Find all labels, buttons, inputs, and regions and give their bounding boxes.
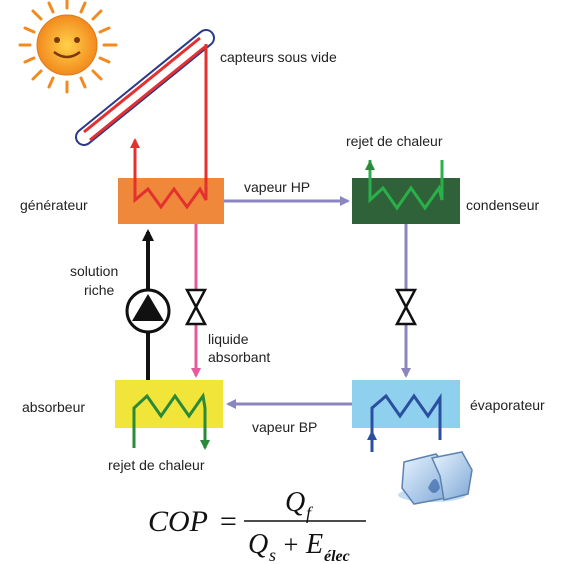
condenser-unit bbox=[352, 160, 460, 224]
label-rich: riche bbox=[84, 282, 115, 298]
evaporator-unit bbox=[352, 380, 460, 452]
generator-unit bbox=[118, 178, 224, 224]
rich-solution-flow bbox=[125, 229, 171, 380]
formula-numerator: Q bbox=[285, 487, 305, 518]
formula-lhs: COP bbox=[148, 505, 208, 538]
formula-plus: + bbox=[282, 530, 300, 559]
label-heat-rejection-top: rejet de chaleur bbox=[346, 133, 443, 149]
ice-cubes-icon bbox=[398, 451, 473, 505]
formula-numerator-sub: f bbox=[306, 503, 314, 523]
label-heat-rejection-bottom: rejet de chaleur bbox=[108, 457, 205, 473]
hot-water-loop bbox=[130, 44, 208, 178]
label-generator: générateur bbox=[20, 197, 88, 213]
label-vapor-bp: vapeur BP bbox=[252, 419, 317, 435]
absorbent-valve-icon bbox=[184, 288, 208, 326]
label-liquid: liquide bbox=[208, 331, 249, 347]
label-vapor-hp: vapeur HP bbox=[244, 179, 310, 195]
absorbent-flow bbox=[184, 224, 208, 378]
formula-equals: = bbox=[218, 505, 238, 538]
solar-collector bbox=[75, 29, 215, 146]
label-absorber: absorbeur bbox=[22, 399, 85, 415]
formula-denominator-q-sub: s bbox=[269, 545, 276, 564]
formula-denominator-e: E bbox=[305, 529, 323, 560]
formula-denominator-q: Q bbox=[248, 529, 268, 560]
formula-denominator-e-sub: élec bbox=[324, 548, 350, 564]
label-collectors: capteurs sous vide bbox=[220, 49, 337, 65]
label-evaporator: évaporateur bbox=[470, 397, 545, 413]
label-solution: solution bbox=[70, 263, 118, 279]
absorber-unit bbox=[115, 380, 223, 450]
refrigerant-flow bbox=[224, 196, 411, 409]
cop-formula: COP = Q f Q s + E élec bbox=[148, 487, 366, 564]
pump-icon bbox=[125, 288, 171, 334]
label-absorbent: absorbant bbox=[208, 349, 270, 365]
sun-icon bbox=[18, 0, 118, 94]
label-condenser: condenseur bbox=[466, 197, 540, 213]
expansion-valve-icon bbox=[394, 288, 418, 326]
